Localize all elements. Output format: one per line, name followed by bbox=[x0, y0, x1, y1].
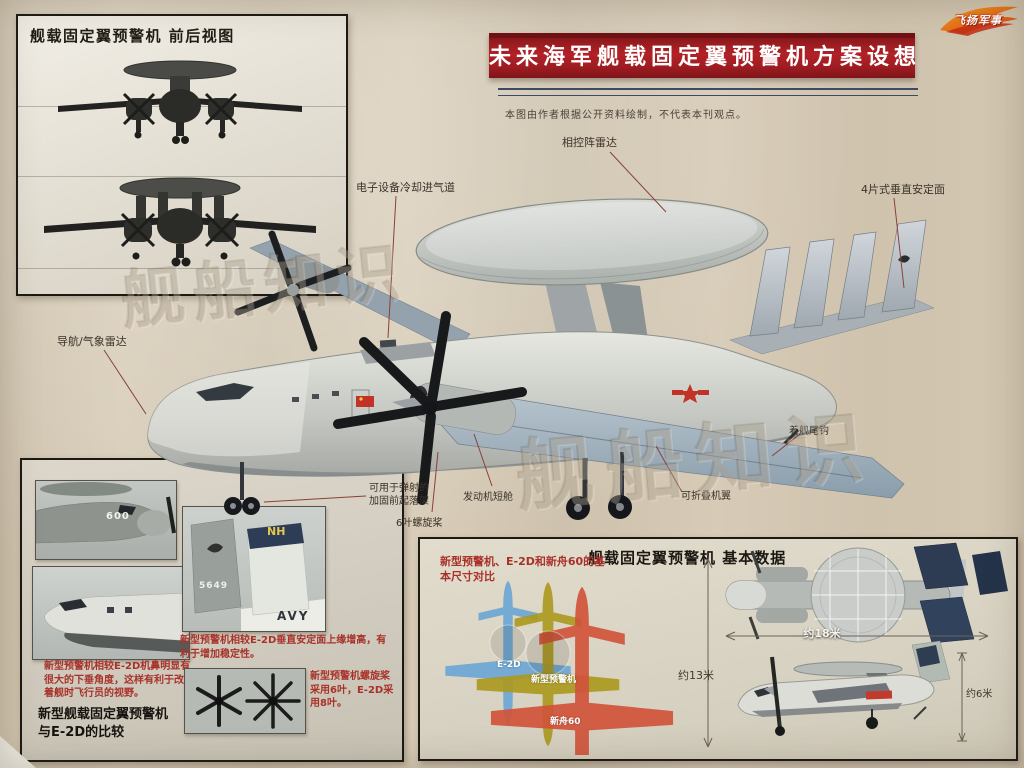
dim-span-label: 约13米 bbox=[678, 669, 714, 682]
ruled-line bbox=[18, 268, 346, 269]
callout-cooling-intake: 电子设备冷却进气道 bbox=[356, 181, 455, 194]
silhouette-label-new-aew: 新型预警机 bbox=[531, 675, 577, 685]
disclaimer-text: 本图由作者根据公开资料绘制，不代表本刊观点。 bbox=[505, 110, 747, 121]
callout-phased-array-radar: 相控阵雷达 bbox=[562, 136, 617, 149]
silhouette-label-ma60: 新舟60 bbox=[550, 717, 581, 727]
paper-corner bbox=[0, 736, 36, 768]
banner-divider bbox=[498, 88, 918, 96]
front-rear-inset-title: 舰载固定翼预警机 前后视图 bbox=[30, 27, 235, 45]
far-propeller bbox=[234, 230, 352, 352]
nose-comparison-note: 新型预警机相较E-2D机鼻明显有很大的下垂角度，这样有利于改善着舰时飞行员的视野… bbox=[44, 661, 194, 699]
ruled-line bbox=[18, 176, 346, 177]
callout-four-vertical-fins: 4片式垂直安定面 bbox=[861, 183, 945, 196]
flag-marking bbox=[356, 396, 374, 407]
vertical-fins bbox=[749, 219, 927, 337]
front-view-silhouette bbox=[58, 60, 302, 144]
data-inset-subtitle: 新型预警机、E-2D和新舟60的基本尺寸对比 bbox=[440, 555, 606, 583]
dim-length-label: 约18米 bbox=[803, 627, 841, 640]
callout-nav-weather-radar: 导航/气象雷达 bbox=[57, 335, 127, 348]
leader-lines bbox=[103, 151, 905, 513]
callout-catapult-nose-gear: 可用于弹射的加固前起落架 bbox=[369, 483, 429, 507]
front-rear-inset: 舰载固定翼预警机 前后视图 bbox=[16, 14, 348, 296]
comparison-heading: 新型舰载固定翼预警机与E-2D的比较 bbox=[38, 707, 169, 740]
tail-fins-art bbox=[190, 518, 325, 631]
landing-gear bbox=[224, 452, 632, 520]
rear-view-silhouette bbox=[44, 177, 316, 267]
flame-icon bbox=[940, 6, 1018, 36]
banner-title: 未来海军舰载固定翼预警机方案设想 bbox=[489, 33, 916, 78]
magazine-logo: 飞扬军事 bbox=[936, 2, 1022, 40]
propeller-note: 新型预警机螺旋桨采用6叶，E-2D采用8叶。 bbox=[310, 671, 394, 709]
new-aew-nose-art bbox=[44, 592, 189, 653]
size-comparison-chart bbox=[445, 580, 674, 755]
tail-number: 5649 bbox=[199, 581, 229, 591]
fuselage-marking: AVY bbox=[277, 609, 310, 623]
callout-tail-hook: 着舰尾钩 bbox=[789, 426, 829, 437]
rotodome bbox=[415, 198, 769, 286]
propeller-comparison-art bbox=[196, 673, 301, 729]
callout-folding-wing: 可折叠机翼 bbox=[681, 491, 731, 502]
new-aew-nose-photo bbox=[32, 566, 190, 660]
star-insignia bbox=[679, 384, 701, 403]
cooling-intake-slot bbox=[379, 339, 397, 348]
dimension-lines bbox=[703, 558, 989, 748]
data-inset-graphics bbox=[445, 542, 1008, 755]
dim-height-label: 约6米 bbox=[966, 689, 993, 700]
callout-six-blade-propeller: 6叶螺旋桨 bbox=[396, 518, 443, 529]
tail-code: NH bbox=[267, 525, 286, 538]
cockpit bbox=[196, 383, 254, 401]
propeller-comparison-photo bbox=[184, 668, 306, 734]
fin-comparison-note: 新型预警机相较E-2D垂直安定面上缘增高，有利于增加稳定性。 bbox=[180, 635, 387, 660]
e2d-nose-photo: 600 bbox=[35, 480, 177, 560]
side-view bbox=[737, 640, 951, 736]
e2d-nose-art bbox=[36, 482, 176, 544]
top-view bbox=[725, 542, 1008, 644]
comparison-inset: 600 新型预警机相较E-2D机鼻明显有很大的下垂角度，这样有利于改善着舰时飞行… bbox=[20, 458, 404, 762]
data-inset-title: 舰载固定翼预警机 基本数据 bbox=[588, 549, 787, 567]
data-inset: 舰载固定翼预警机 基本数据 新型预警机、E-2D和新舟60的基本尺寸对比 bbox=[418, 537, 1018, 761]
propeller bbox=[333, 311, 527, 505]
silhouette-label-e2d: E-2D bbox=[497, 660, 521, 670]
callout-engine-nacelle: 发动机短舱 bbox=[463, 492, 513, 503]
e2d-nose-number: 600 bbox=[106, 511, 130, 522]
tail-fins-photo: NH 5649 AVY bbox=[182, 506, 326, 632]
logo-text: 飞扬军事 bbox=[954, 14, 1002, 27]
